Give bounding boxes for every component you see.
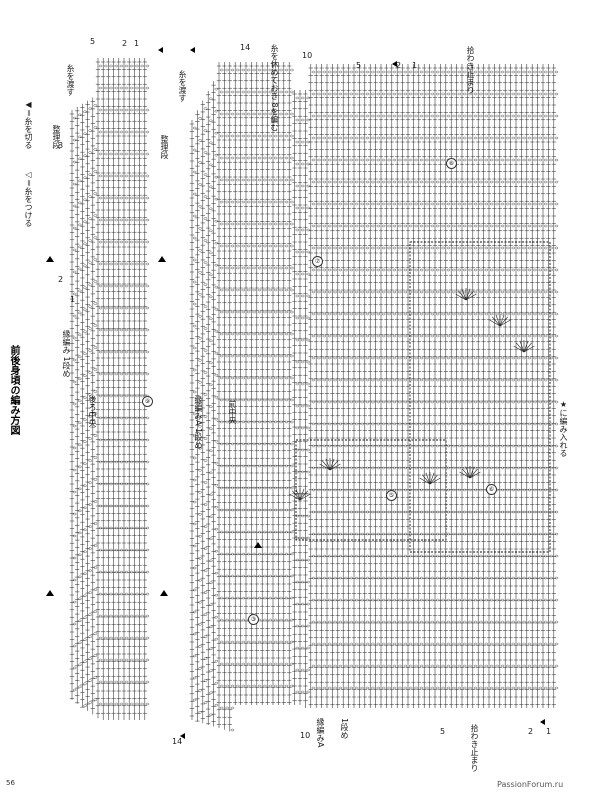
lower-circled-6: ⑥ [486,484,497,495]
lower-row-10-top: 10 [302,51,313,60]
upper-row-1-left: 1 [70,295,76,304]
label-rest-yarn: 糸を休めておき 8を編む [270,44,279,132]
label-attach-yarn: ◁＝糸をつける [24,170,33,227]
upper-panel-grid [69,58,150,720]
lower-row-2-top: 2 [396,61,402,70]
label-edge-a: 縁編みA [316,718,325,748]
label-pass-yarn-upper: 糸を渡す [66,64,75,96]
upper-circled-9: ⑨ [142,396,153,407]
upper-row-1-right: 1 [134,39,140,48]
label-pick-up-top: 拾わき止まり [466,46,475,94]
lower-row-10-bottom: 10 [300,731,311,740]
lower-row-14-top: 14 [240,43,251,52]
lower-row-5-bottom: 5 [440,727,446,736]
lower-circled-8: ⑧ [446,158,457,169]
label-front-center: 前中央 [228,400,237,424]
lower-circled-5: ⑤ [386,490,397,501]
label-pass-yarn-lower: 糸を渡す [178,70,187,102]
upper-row-3-left: 3 [58,141,64,150]
upper-row-2-left: 2 [58,275,64,284]
lower-row-14-bottom: 14 [172,737,183,746]
label-row-one: 1段め [340,718,349,740]
page-number: 56 [6,779,15,787]
lower-circled-3: ③ [248,614,259,625]
label-cut-yarn: ◀＝糸を切る [24,100,33,149]
upper-row-5-right: 5 [90,37,96,46]
label-edge-a1: 縁編みA 1段め [194,396,203,450]
upper-row-2-right: 2 [122,39,128,48]
watermark: PassionForum.ru [497,780,564,789]
label-back-center: 後ろ中央 [88,395,97,427]
lower-circled-7: ⑦ [312,256,323,267]
chart-accents [46,47,551,739]
label-tidy-row-lower: 整理段 [160,135,169,159]
lower-row-5-top: 5 [356,61,362,70]
lower-row-2-bottom: 2 [528,727,534,736]
label-pick-up-bottom: 拾わき止まり [470,724,479,772]
lower-row-1-top: 1 [412,61,418,70]
label-star-note: ★に編み入れる [559,400,568,457]
lower-row-1-bottom: 1 [546,727,552,736]
lower-panel-grid [189,62,559,732]
label-edge-start-upper: 縁編み 1段め [62,330,71,378]
page-title: 前後身頃の編み方図 [8,345,19,435]
label-tidy-row-upper: 整理段 [52,125,61,149]
